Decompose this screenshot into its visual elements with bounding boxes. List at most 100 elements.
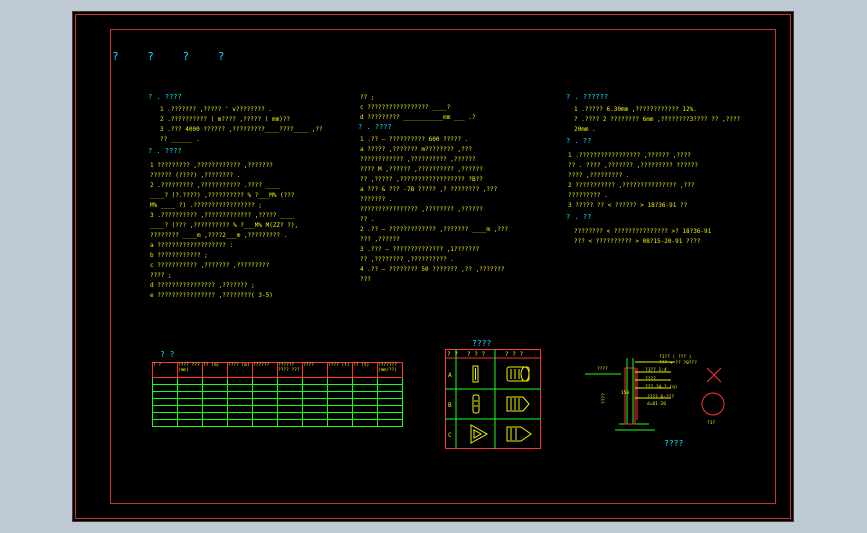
table-cell <box>377 391 403 399</box>
table-cell <box>252 412 278 420</box>
table-cell <box>302 405 328 413</box>
table-cell <box>227 391 253 399</box>
section-dim-3: 150 <box>621 390 629 396</box>
table-cell <box>352 419 378 427</box>
table-cell <box>152 391 178 399</box>
text-line: 2 .?????????? ( m???? ,????? ( mm)?? <box>160 116 291 123</box>
table-cell <box>277 412 303 420</box>
table-cell <box>377 384 403 392</box>
table-cell <box>177 391 203 399</box>
symbols-header-3: ? ? ? <box>505 351 523 358</box>
table-cell <box>352 405 378 413</box>
table-cell <box>177 377 203 385</box>
table-header-label: ?? (m) <box>203 363 220 368</box>
table-header-cell: ?????? ???? ??? <box>277 362 303 378</box>
table-cell <box>277 377 303 385</box>
table-header-label: ?????? ???? ??? <box>278 363 300 373</box>
text-line: e ???????????????? ,????????( 3-5) <box>150 292 273 299</box>
table-cell <box>252 377 278 385</box>
table-header-cell: ? ? <box>152 362 178 378</box>
text-line: a ??? & ??? -78 ????? ,? ???????? ,??? <box>360 186 498 193</box>
text-line: ???? ,????????? . <box>568 172 630 179</box>
table-cell <box>377 405 403 413</box>
table-header-label: ? ? <box>153 363 162 368</box>
section-caption: ???? <box>664 439 684 448</box>
text-line: ???????????? ,?????????? ,?????? <box>360 156 476 163</box>
table-cell <box>327 384 353 392</box>
table-cell <box>227 405 253 413</box>
section-label-7: d=81-20 <box>647 401 666 407</box>
table-header-label: ???? <box>303 363 314 368</box>
text-line: ???? ; <box>150 272 172 279</box>
table-header-label: ???? (m) <box>228 363 250 368</box>
table-cell <box>152 384 178 392</box>
table-cell <box>177 405 203 413</box>
text-line: 2 .????????? ,??????????? .???? ____ <box>150 182 281 189</box>
sheet-border-inner <box>110 29 776 504</box>
symbols-header-2: ? ? ? <box>467 351 485 358</box>
drawing-title: ? ? ? ? <box>112 50 236 63</box>
section-heading: ? . ?? <box>566 137 592 145</box>
table-row <box>152 419 403 427</box>
table-cell <box>352 384 378 392</box>
table-cell <box>302 384 328 392</box>
table-row <box>152 384 403 392</box>
text-line: 3 .??? — ?????????????? ,1??????? <box>360 246 480 253</box>
text-line: ??? <box>360 276 371 283</box>
text-line: 4 .?? — ???????? 50 ??????? ,?? ,??????? <box>360 266 505 273</box>
text-line: 3 ????? ?? < ?????? > 18?36-91 ?? <box>568 202 688 209</box>
anchor-symbol-icon <box>472 394 480 414</box>
text-line: d ????????? ___________mm ___ .? <box>360 114 476 121</box>
table-cell <box>302 391 328 399</box>
symbols-row-a: A <box>448 372 452 379</box>
table-cell <box>202 412 228 420</box>
section-dim-2: ???? <box>601 393 607 404</box>
text-line: ? .???? 2 ???????? 6mm ,????????3???? ??… <box>574 116 741 123</box>
text-line: M% ____ ?) .????????????????? ; <box>150 202 262 209</box>
text-line: ?? ,????? ,?????????????????? ?B?? <box>360 176 483 183</box>
section-heading: ? . ???? <box>358 123 392 131</box>
symbols-table: ? ? ? ? ? ? ? ? A B C <box>445 349 541 449</box>
drawing-sheet <box>73 12 793 521</box>
table-cell <box>352 398 378 406</box>
text-line: ?? ______ . <box>160 136 200 143</box>
table-cell <box>277 405 303 413</box>
text-line: b ???????????? ; <box>150 252 208 259</box>
table-header-row: ? ????? ??? (mm)?? (m)???? (m)??????????… <box>152 362 403 378</box>
text-line: ____? (?.????) ,?????????? % ?___M% (??? <box>150 192 295 199</box>
table-cell <box>302 377 328 385</box>
table-cell <box>352 377 378 385</box>
table-cell <box>377 398 403 406</box>
table-cell <box>177 419 203 427</box>
table-row <box>152 391 403 399</box>
section-heading: ? . ?? <box>566 213 592 221</box>
text-line: 2 .?? — ????????????? ,??????? ____m ,??… <box>360 226 509 233</box>
table-cell <box>152 398 178 406</box>
text-line: 1 .????? 6.30mm ,???????????? 12%. <box>574 106 697 113</box>
text-line: 1 .??????? ,????? ' v???????? . <box>160 106 272 113</box>
table-header-cell: ?? (m) <box>202 362 228 378</box>
table-cell <box>202 391 228 399</box>
section-label-5: ??? ?4,? (q) <box>645 384 678 390</box>
table-cell <box>152 412 178 420</box>
table-row <box>152 377 403 385</box>
drill-bit-icon <box>506 426 532 442</box>
text-line: ?????? (????) ,???????? . <box>150 172 241 179</box>
table-cell <box>177 384 203 392</box>
table-cell <box>252 405 278 413</box>
text-line: 1 ????????? ,???????????? ,??????? <box>150 162 273 169</box>
table-header-cell: ??????? (mm/??) <box>377 362 403 378</box>
cone-symbol-icon <box>470 424 489 444</box>
table-cell <box>302 398 328 406</box>
section-dim-1: ???? <box>597 366 608 372</box>
section-heading: ? . ?????? <box>566 93 609 101</box>
table-cell <box>227 377 253 385</box>
sheet-border-outer <box>75 14 791 519</box>
table-cell <box>252 391 278 399</box>
text-line: ?? ; <box>360 94 375 101</box>
table-cell <box>252 398 278 406</box>
table-cell <box>377 412 403 420</box>
table-header-cell: ???? <box>302 362 328 378</box>
table-cell <box>152 405 178 413</box>
section-label-4: ???? <box>645 376 656 382</box>
